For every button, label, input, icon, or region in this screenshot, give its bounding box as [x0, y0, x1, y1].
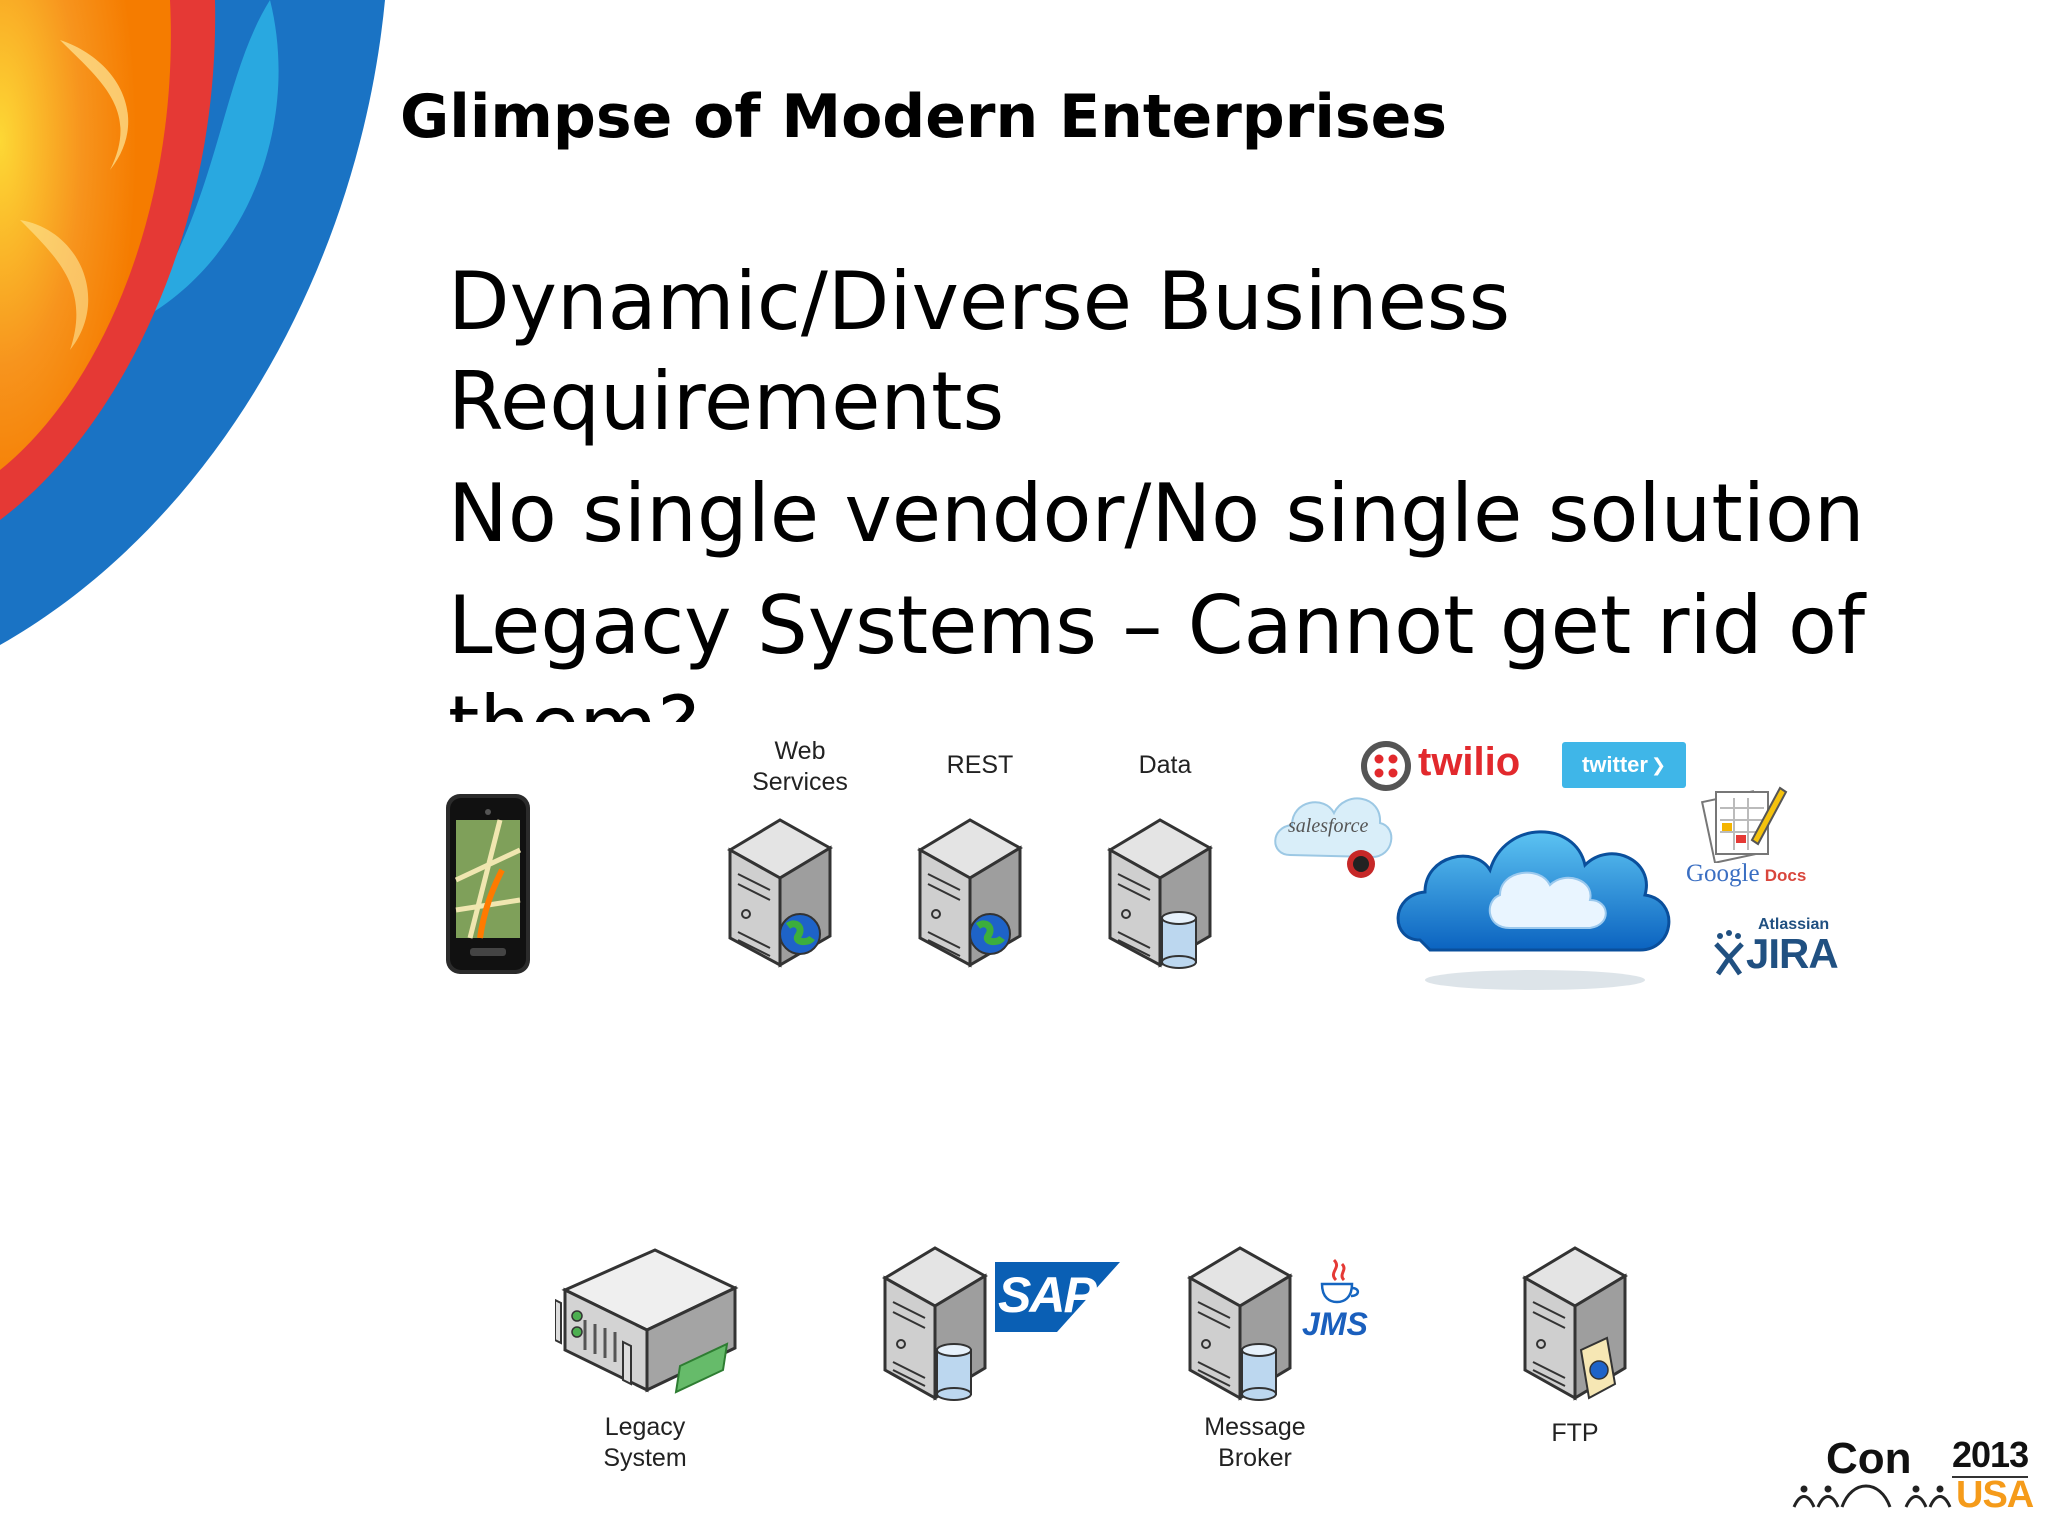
sap-logo-badge [995, 1262, 1120, 1332]
message-broker-server-icon [1187, 1246, 1293, 1401]
ftp-server-icon [1522, 1246, 1628, 1401]
google-docs-text: Google Docs [1686, 860, 1806, 888]
jira-logo-icon [1714, 930, 1744, 976]
badge-icon [1347, 850, 1375, 878]
database-icon [1241, 1343, 1277, 1401]
file-icon [1579, 1336, 1617, 1400]
message-broker-label: Message Broker [1204, 1413, 1306, 1472]
database-icon [936, 1343, 972, 1401]
docs-logo-text: Docs [1764, 866, 1807, 885]
bullet-item: Legacy Systems – Cannot get rid of them? [448, 579, 1866, 722]
atlassian-logo-text: Atlassian [1758, 916, 1830, 933]
web-services-label: Web Services [752, 737, 848, 796]
logo-usa-text: USA [1956, 1474, 2034, 1516]
conference-logo-mark [1792, 1484, 1952, 1508]
cloud-icon [1396, 830, 1671, 990]
bullet-list: Dynamic/Diverse Business Requirements No… [448, 252, 1908, 722]
twilio-logo-icon [1361, 741, 1411, 791]
rest-label: REST [946, 751, 1014, 779]
bullet-item: No single vendor/No single solution [448, 467, 1865, 560]
mobile-phone-icon [446, 794, 530, 974]
legacy-system-label: Legacy System [603, 1413, 687, 1472]
salesforce-logo-text: salesforce [1288, 815, 1369, 837]
slide-title: Glimpse of Modern Enterprises [400, 82, 1448, 152]
bullet-item: Dynamic/Diverse Business Requirements [448, 255, 1511, 448]
twilio-logo-text: twilio [1418, 740, 1521, 784]
corner-swirl-decoration [0, 0, 385, 645]
google-docs-icon [1700, 786, 1788, 863]
web-services-server-icon [727, 818, 833, 968]
salesforce-logo-icon [1274, 797, 1393, 859]
twitter-logo-text: twitter [1581, 752, 1648, 777]
java-cup-icon [1320, 1258, 1360, 1304]
twitter-logo-badge: twitter ❯ [1562, 742, 1686, 788]
sap-logo-text: SAP [998, 1267, 1097, 1323]
rest-server-icon [917, 818, 1023, 968]
logo-year-text: 2013 [1952, 1434, 2029, 1478]
sap-server-icon [882, 1246, 988, 1401]
jira-logo-text: JIRA [1746, 930, 1839, 977]
google-logo-text: Google [1686, 860, 1760, 887]
jms-logo-text: JMS [1302, 1306, 1368, 1342]
bird-icon: ❯ [1650, 754, 1667, 776]
data-server-icon [1107, 818, 1213, 969]
data-label: Data [1138, 751, 1192, 779]
ftp-label: FTP [1551, 1419, 1599, 1447]
legacy-server-icon [555, 1248, 739, 1394]
logo-con-text: Con [1826, 1434, 1912, 1483]
database-icon [1161, 911, 1197, 969]
